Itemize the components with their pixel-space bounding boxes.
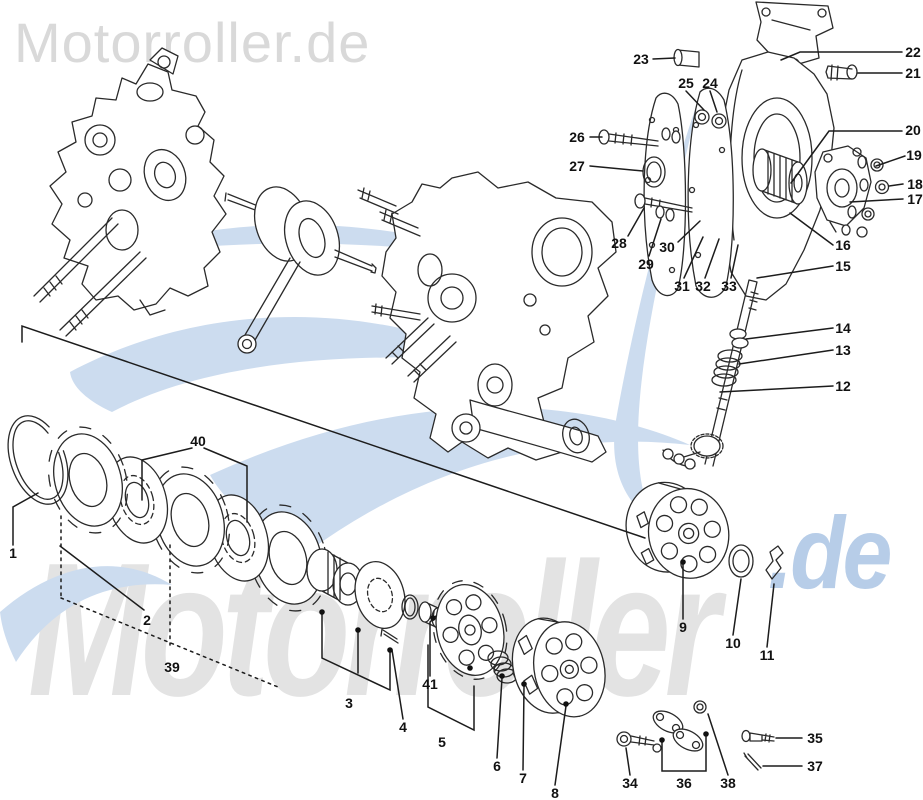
right-washers-nuts [841,155,890,238]
water-pump [814,145,872,233]
callout-15: 15 [835,258,851,274]
callout-5: 5 [438,734,446,750]
callout-40: 40 [190,433,206,449]
left-crankcase [33,47,227,337]
callout-6: 6 [493,758,501,774]
callout-37: 37 [807,758,823,774]
clutch-housing-group [625,481,784,580]
bottom-hardware [616,700,775,771]
callout-16: 16 [835,237,851,253]
callout-18: 18 [907,176,923,192]
clutch-hub-parts [306,548,606,718]
callout-19: 19 [906,147,922,163]
snap-ring [7,415,69,505]
callout-2: 2 [143,612,151,628]
callout-3: 3 [345,695,353,711]
callout-12: 12 [835,378,851,394]
callout-4: 4 [399,719,407,735]
callout-13: 13 [835,342,851,358]
callout-35: 35 [807,730,823,746]
callout-7: 7 [519,770,527,786]
callout-27: 27 [569,158,585,174]
callout-11: 11 [759,647,775,663]
callout-36: 36 [676,775,692,791]
brand-watermark-top: Motorroller.de [14,11,371,74]
callout-26: 26 [569,129,585,145]
callout-23: 23 [633,51,649,67]
callout-28: 28 [611,235,627,251]
callout-14: 14 [835,320,851,336]
callout-1: 1 [9,545,17,561]
leader-lines [12,51,906,786]
callout-10: 10 [725,635,741,651]
top-fasteners [598,48,858,222]
callout-17: 17 [907,191,923,207]
kickstart-shaft [662,279,759,470]
brand-watermark-de: .de [768,496,892,610]
callout-31: 31 [674,278,690,294]
swoosh-shape [70,316,505,412]
callout-39: 39 [164,659,180,675]
clutch-plate-stack [7,415,329,612]
callout-32: 32 [695,278,711,294]
callout-24: 24 [702,75,718,91]
callout-22: 22 [905,44,921,60]
callout-34: 34 [622,775,638,791]
callout-38: 38 [720,775,736,791]
callout-41: 41 [422,676,438,692]
callout-30: 30 [659,239,675,255]
swoosh-shape [0,566,172,662]
callout-25: 25 [678,75,694,91]
callout-29: 29 [638,256,654,272]
center-crankcase [357,171,617,463]
oil-pump-rotor [752,148,808,205]
crankshaft [224,186,377,354]
swoosh-shape [614,95,700,523]
callout-33: 33 [721,278,737,294]
callout-8: 8 [551,785,559,800]
callout-9: 9 [679,619,687,635]
callout-21: 21 [905,65,921,81]
callout-20: 20 [905,122,921,138]
